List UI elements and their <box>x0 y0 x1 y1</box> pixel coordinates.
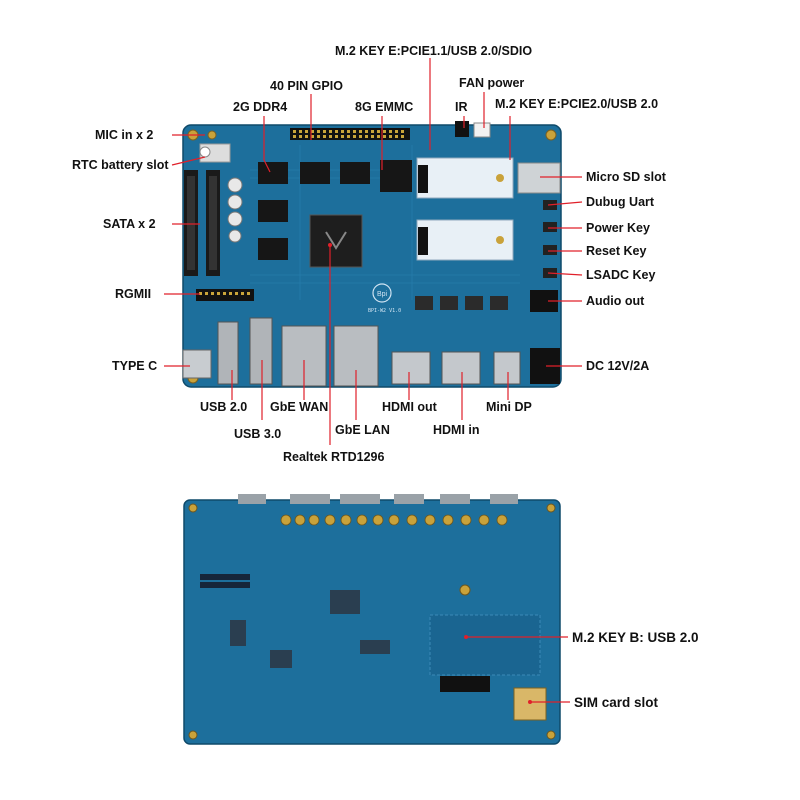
label-rgmii: RGMII <box>115 287 151 301</box>
m2-key-b-slot <box>429 614 541 692</box>
typec-port <box>182 349 212 379</box>
label-usb30: USB 3.0 <box>234 427 281 441</box>
label-rtc: RTC battery slot <box>72 158 169 172</box>
label-m2-key-b: M.2 KEY B: USB 2.0 <box>572 630 699 645</box>
label-soc: Realtek RTD1296 <box>283 450 384 464</box>
label-hdmi-out: HDMI out <box>382 400 438 414</box>
ddr4-chips <box>258 162 370 260</box>
bottom-components <box>230 590 390 668</box>
label-power-key: Power Key <box>586 221 650 235</box>
label-m2-key-e-2: M.2 KEY E:PCIE2.0/USB 2.0 <box>495 97 658 111</box>
usb30-port <box>249 317 273 385</box>
bottom-mounting-holes <box>188 503 556 740</box>
bottom-leader-lines <box>464 635 570 704</box>
label-audio-out: Audio out <box>586 294 645 308</box>
hdmi-in-port <box>441 351 481 385</box>
gpio-header <box>290 128 410 140</box>
logo-text: Bpi <box>377 291 388 298</box>
board-logo: Bpi BPI-W2 V1.0 <box>368 283 401 314</box>
power-regulators <box>415 296 508 310</box>
label-micro-sd: Micro SD slot <box>586 170 667 184</box>
sata-connectors <box>184 170 220 276</box>
fan-power-connector <box>473 122 491 138</box>
usb20-port <box>217 321 239 385</box>
capacitors <box>227 177 243 243</box>
top-leader-lines <box>164 58 583 445</box>
label-gbe-lan: GbE LAN <box>335 423 390 437</box>
label-mic: MIC in x 2 <box>95 128 153 142</box>
rtc-battery-slot <box>199 143 231 163</box>
bottom-edge-connectors <box>238 494 518 504</box>
label-dc: DC 12V/2A <box>586 359 649 373</box>
top-board: Bpi BPI-W2 V1.0 <box>182 121 562 388</box>
bottom-pad-row <box>280 514 508 526</box>
label-mini-dp: Mini DP <box>486 400 532 414</box>
label-hdmi-in: HDMI in <box>433 423 480 437</box>
label-m2-key-e-1: M.2 KEY E:PCIE1.1/USB 2.0/SDIO <box>335 44 532 58</box>
label-debug-uart: Dubug Uart <box>586 195 655 209</box>
label-ddr4: 2G DDR4 <box>233 100 287 114</box>
label-gpio: 40 PIN GPIO <box>270 79 343 93</box>
sim-card-slot <box>513 687 547 721</box>
label-reset-key: Reset Key <box>586 244 646 258</box>
bottom-gpio-pads <box>200 574 250 588</box>
label-usb20: USB 2.0 <box>200 400 247 414</box>
label-emmc: 8G EMMC <box>355 100 413 114</box>
label-fan-power: FAN power <box>459 76 524 90</box>
label-sim: SIM card slot <box>574 695 659 710</box>
audio-jack <box>530 290 558 312</box>
emmc-chip <box>380 160 412 192</box>
label-sata: SATA x 2 <box>103 217 156 231</box>
soc-chip <box>309 214 363 268</box>
board-name-text: BPI-W2 V1.0 <box>368 308 401 314</box>
ir-receiver <box>455 121 469 137</box>
label-ir: IR <box>455 100 468 114</box>
label-typec: TYPE C <box>112 359 157 373</box>
bottom-board <box>183 494 561 745</box>
hdmi-out-port <box>391 351 431 385</box>
mini-dp-port <box>493 351 521 385</box>
label-gbe-wan: GbE WAN <box>270 400 328 414</box>
micro-sd-slot <box>517 162 561 194</box>
label-lsadc-key: LSADC Key <box>586 268 656 282</box>
m2-key-e-slots <box>416 157 514 261</box>
rgmii-header <box>196 289 254 301</box>
